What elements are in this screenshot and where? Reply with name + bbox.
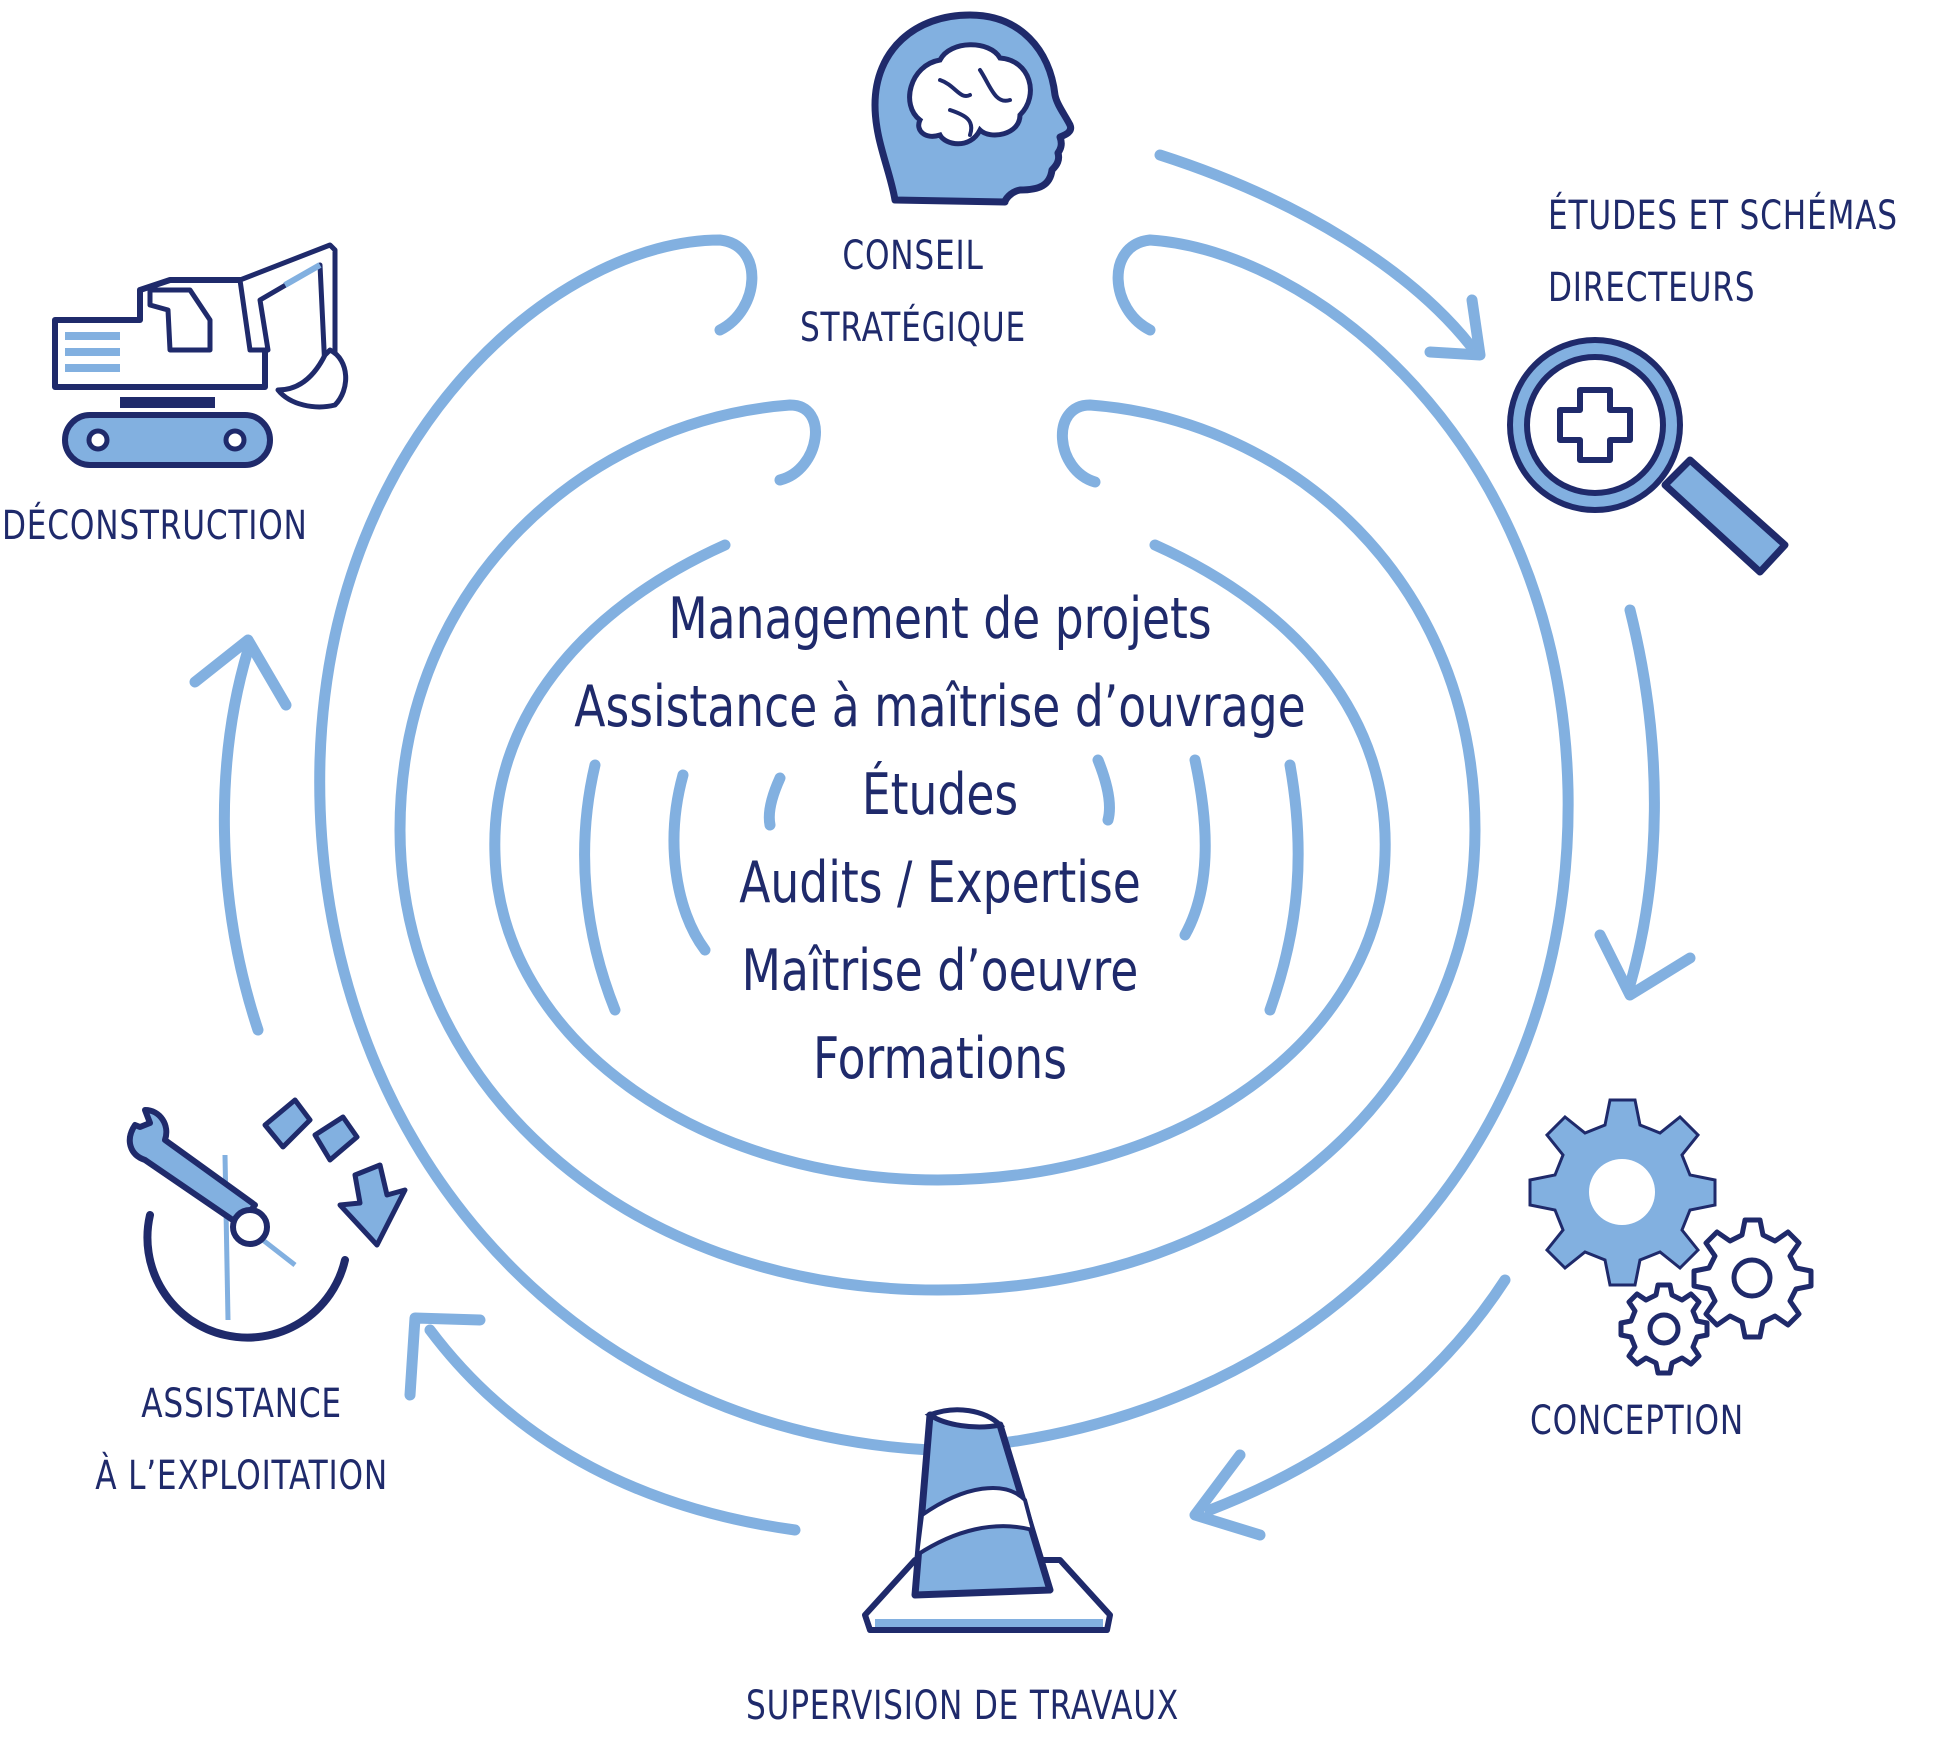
stage-label-etudes: ÉTUDES ET SCHÉMAS DIRECTEURS [1548, 193, 1898, 311]
middle-ring [394, 399, 1481, 1296]
stage-label-supervision: SUPERVISION DE TRAVAUX [746, 1683, 1180, 1729]
arrow-assistance-to-deconstruction [218, 644, 264, 1036]
service-item: Maîtrise d’oeuvre [741, 938, 1139, 1004]
arrow-etudes-to-conception [1624, 604, 1660, 991]
arrow-conseil-to-etudes [1154, 149, 1476, 351]
outer-ring-left [314, 234, 936, 1456]
inner-arc-right-2 [1179, 754, 1211, 941]
inner-arc-left-1 [579, 759, 621, 1016]
stage-label-conseil: CONSEIL STRATÉGIQUE [799, 233, 1027, 351]
arrow-conception-to-supervision [1204, 1274, 1511, 1516]
excavator-icon [52, 242, 349, 468]
inner-arc-left-2 [668, 769, 711, 956]
arrowhead-conception [1594, 929, 1696, 1001]
service-item: Audits / Expertise [739, 850, 1141, 916]
gears-icon [1528, 1098, 1814, 1376]
arrowhead-deconstruction [189, 634, 292, 711]
arrowhead-supervision [1189, 1449, 1266, 1541]
service-item: Formations [813, 1026, 1067, 1092]
brain-head-icon [871, 11, 1075, 206]
service-item: Études [861, 762, 1019, 828]
traffic-cone-icon [862, 1407, 1113, 1633]
inner-arc-right-1 [1264, 759, 1304, 1016]
service-item: Assistance à maîtrise d’ouvrage [574, 674, 1306, 740]
inner-arc-right-3 [1092, 754, 1116, 826]
stage-label-assistance: ASSISTANCE À L’EXPLOITATION [95, 1381, 388, 1499]
service-item: Management de projets [668, 586, 1212, 652]
arrowhead-etudes [1424, 294, 1486, 361]
central-service-list: Management de projets Assistance à maîtr… [540, 575, 1340, 1103]
outer-ring-right [924, 234, 1574, 1456]
stage-label-deconstruction: DÉCONSTRUCTION [2, 503, 308, 549]
wrench-clock-icon [126, 1097, 408, 1342]
inner-arc-left-3 [763, 772, 786, 831]
inner-ring [489, 539, 1391, 1186]
arrow-supervision-to-assistance [424, 1324, 801, 1536]
stage-label-conception: CONCEPTION [1530, 1398, 1744, 1444]
arrowhead-assistance [404, 1312, 486, 1401]
magnifier-plus-icon [1507, 337, 1789, 576]
